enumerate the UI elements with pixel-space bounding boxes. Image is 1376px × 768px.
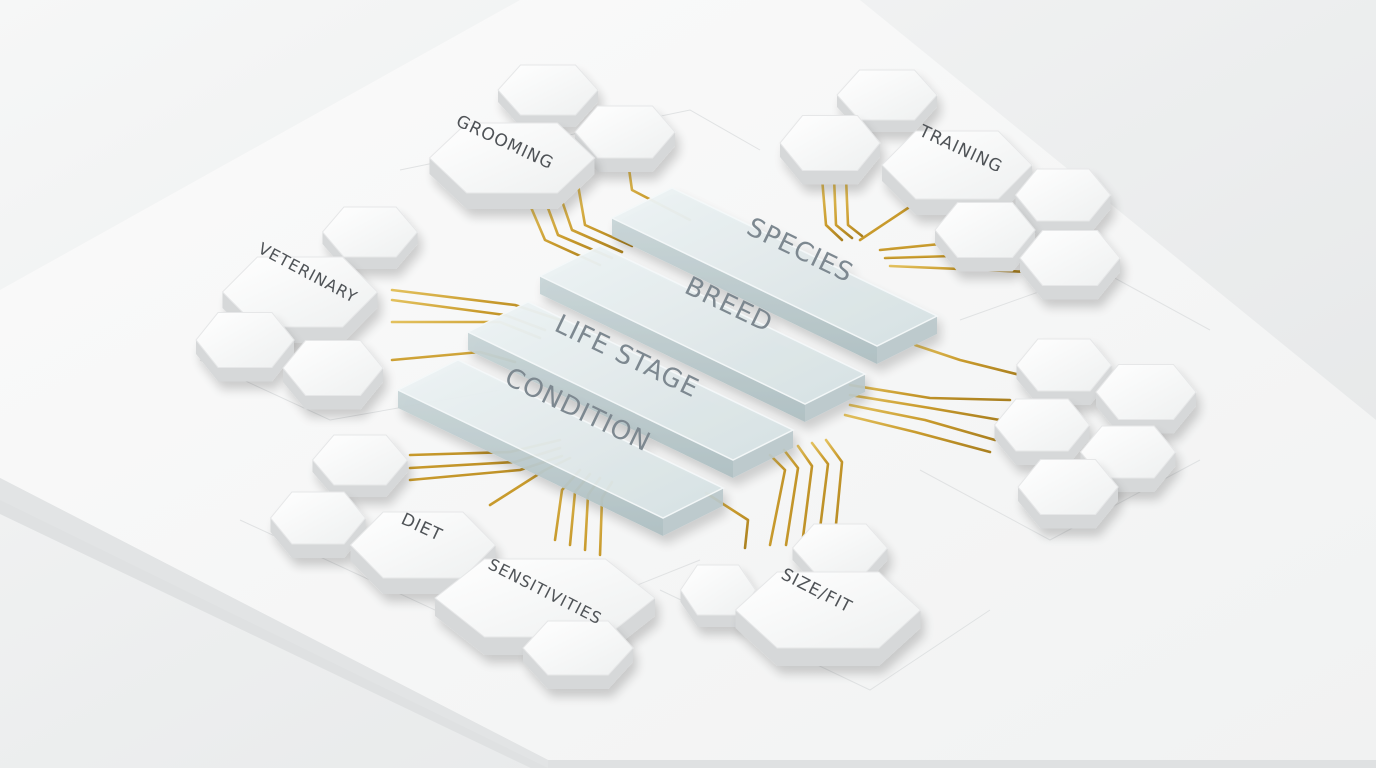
tile-vet-top — [321, 206, 419, 269]
tile-vet-br — [282, 340, 384, 410]
tile-grooming-back — [497, 64, 599, 127]
tile-training-r3 — [1019, 230, 1121, 300]
tile-right-5 — [1017, 459, 1119, 529]
tile-training-r1 — [1014, 168, 1112, 235]
tile-right-1 — [1015, 338, 1113, 405]
tile-training-r2 — [934, 202, 1036, 272]
tile-training-left — [779, 115, 881, 185]
tile-diet-top — [311, 434, 409, 497]
module-tiles — [195, 64, 1197, 689]
tile-vet-bl — [195, 312, 295, 382]
tile-sens-tail — [522, 620, 634, 689]
tile-right-3 — [993, 398, 1091, 465]
tile-diet-left — [269, 491, 367, 558]
tile-right-2 — [1095, 364, 1197, 434]
core-layer-life-stage: LIFE STAGE — [466, 301, 795, 478]
tile-grooming-main — [428, 122, 596, 209]
tile-size-main — [734, 571, 922, 666]
tile-grooming-side — [574, 105, 676, 172]
